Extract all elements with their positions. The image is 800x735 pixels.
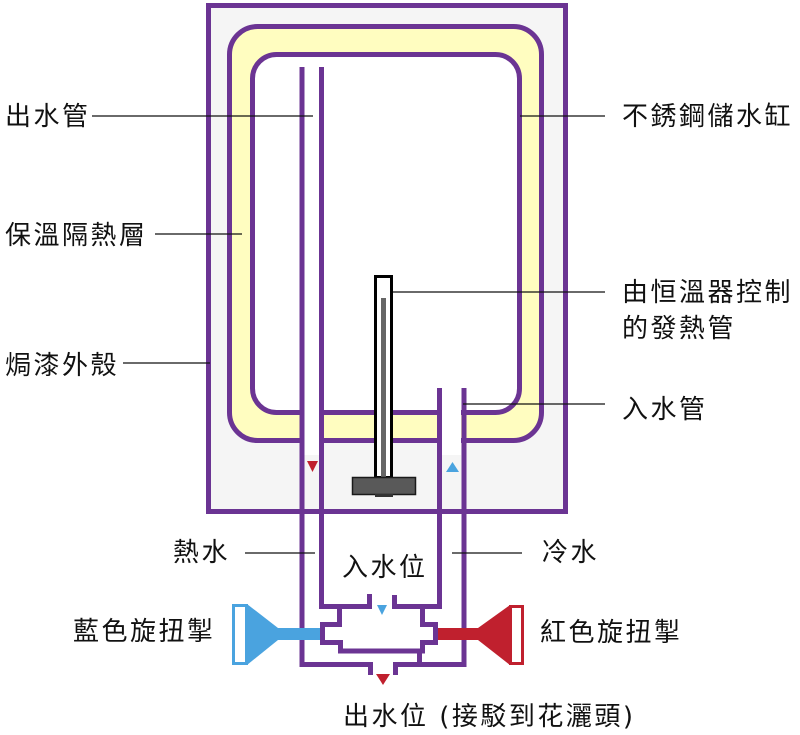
heating-element-base (351, 476, 417, 496)
inlet-pipe-outer-wall (393, 388, 467, 675)
inlet-pipe-passage (442, 402, 461, 455)
label-blue-knob: 藍色旋扭掣 (73, 617, 216, 647)
red-knob-handle (509, 605, 524, 665)
label-inlet-pipe: 入水管 (622, 395, 708, 425)
heating-element-stub (375, 494, 393, 497)
label-water-outlet-position: 出水位 (接駁到花灑頭) (343, 702, 636, 732)
red-knob-pipe (438, 628, 479, 640)
leader-lines (92, 115, 605, 554)
outlet-flow-down-arrow-icon (376, 674, 390, 685)
label-cold-water: 冷水 (542, 538, 599, 568)
cold-flow-up-arrow-icon (446, 462, 459, 472)
label-hot-water: 熱水 (173, 538, 230, 568)
blue-knob-handle (232, 604, 248, 665)
label-heating-element-line1: 由恒溫器控制 (622, 278, 793, 308)
outlet-pipe-inner-wall (319, 67, 372, 609)
inlet-flow-down-arrow-icon (377, 605, 387, 615)
heating-rod-core (381, 298, 386, 477)
red-knob-funnel (478, 605, 510, 665)
blue-knob-funnel (247, 604, 278, 665)
inlet-pipe-inner-wall (392, 388, 442, 609)
heating-element (351, 275, 417, 497)
red-knob (438, 605, 524, 665)
label-outer-casing: 焗漆外殼 (5, 351, 119, 381)
label-water-inlet-position: 入水位 (342, 553, 428, 583)
label-heating-element-line2: 的發熱管 (622, 314, 736, 344)
mixing-chamber (320, 606, 438, 654)
label-red-knob: 紅色旋扭掣 (540, 618, 683, 648)
outlet-pipe-passage (304, 402, 319, 455)
label-outlet-pipe: 出水管 (5, 102, 91, 132)
label-storage-tank: 不銹鋼儲水缸 (622, 102, 793, 132)
blue-knob (232, 604, 320, 665)
label-insulation-layer: 保溫隔熱層 (5, 221, 148, 251)
hot-flow-down-arrow-icon (307, 461, 318, 472)
blue-knob-pipe (277, 628, 320, 640)
pipework (299, 67, 467, 675)
labels: 出水管 保溫隔熱層 焗漆外殼 不銹鋼儲水缸 由恒溫器控制 的發熱管 入水管 熱水… (5, 102, 793, 732)
outlet-pipe-outer-wall (299, 67, 373, 675)
